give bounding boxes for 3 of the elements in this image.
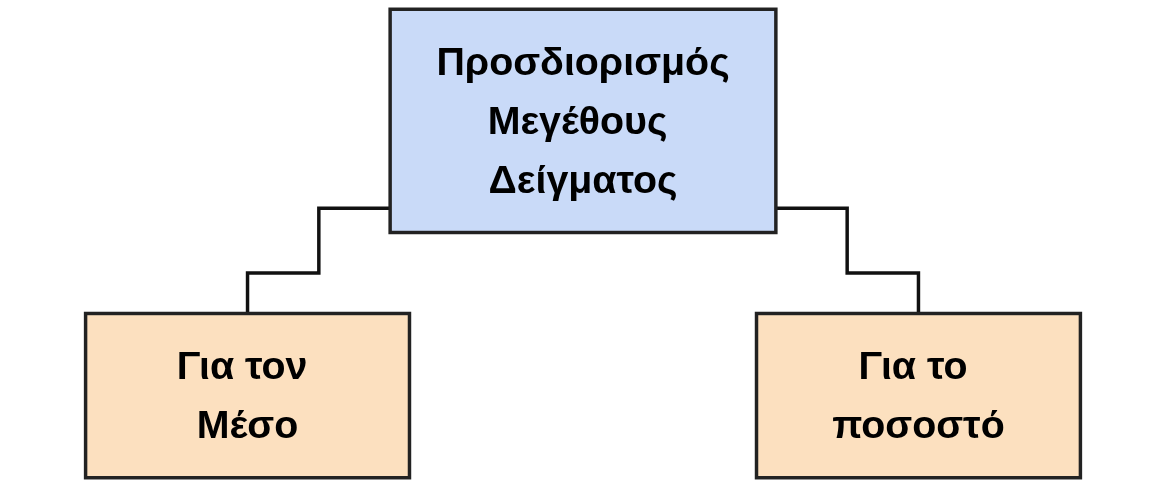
node-box: Για τον Μέσο bbox=[83, 311, 412, 480]
node-box: Προσδιορισμός Μεγέθους Δείγματος bbox=[388, 7, 778, 235]
node-box: Για το ποσοστό bbox=[754, 311, 1083, 480]
